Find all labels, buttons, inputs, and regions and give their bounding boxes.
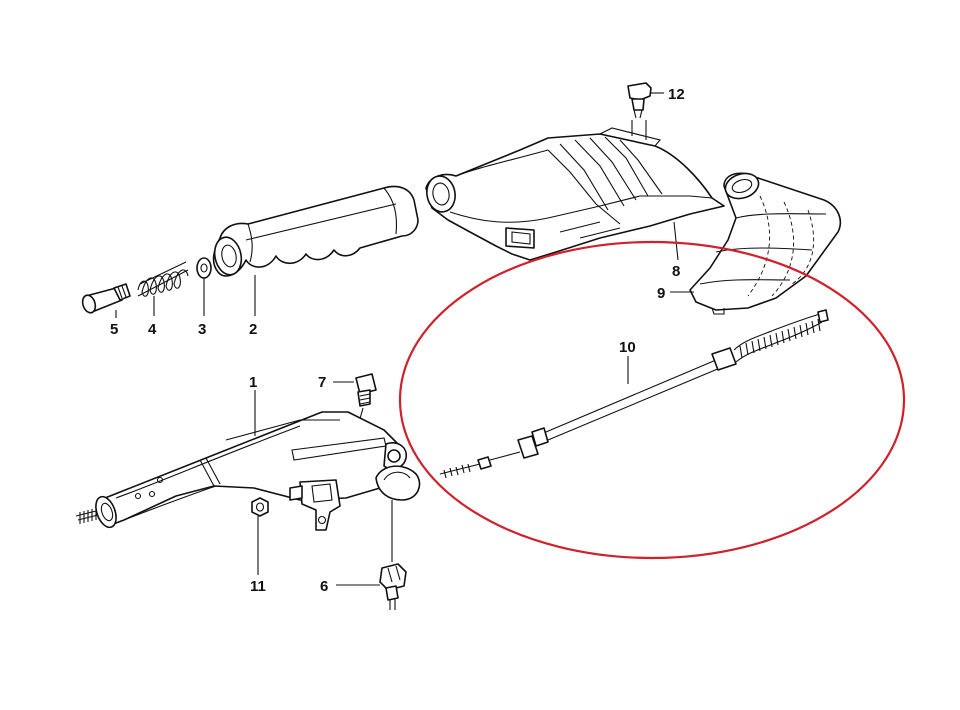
callout-label-12: 12 (668, 86, 685, 103)
part-6-adjusting-screw (336, 500, 407, 610)
part-4-spring (137, 261, 189, 316)
part-1-lever (75, 390, 421, 531)
callout-label-3: 3 (198, 321, 206, 338)
part-5-push-button (81, 283, 131, 318)
part-2-handle-grip (212, 185, 419, 316)
callout-label-4: 4 (148, 321, 157, 338)
part-10-brake-cable (439, 309, 829, 479)
part-11-nut (251, 497, 269, 575)
part-3-washer (196, 257, 212, 316)
callout-label-9: 9 (657, 285, 665, 302)
callout-label-7: 7 (318, 374, 326, 391)
callout-label-8: 8 (672, 263, 680, 280)
callout-label-2: 2 (249, 321, 257, 338)
callout-label-10: 10 (619, 339, 636, 356)
part-12-clip (627, 82, 664, 119)
highlight-circle (398, 240, 906, 560)
part-9-boot (670, 172, 842, 315)
callout-label-1: 1 (249, 374, 257, 391)
callout-label-6: 6 (320, 578, 328, 595)
callout-label-11: 11 (250, 578, 266, 595)
callout-label-5: 5 (110, 321, 118, 338)
part-8-console-housing (425, 120, 725, 261)
